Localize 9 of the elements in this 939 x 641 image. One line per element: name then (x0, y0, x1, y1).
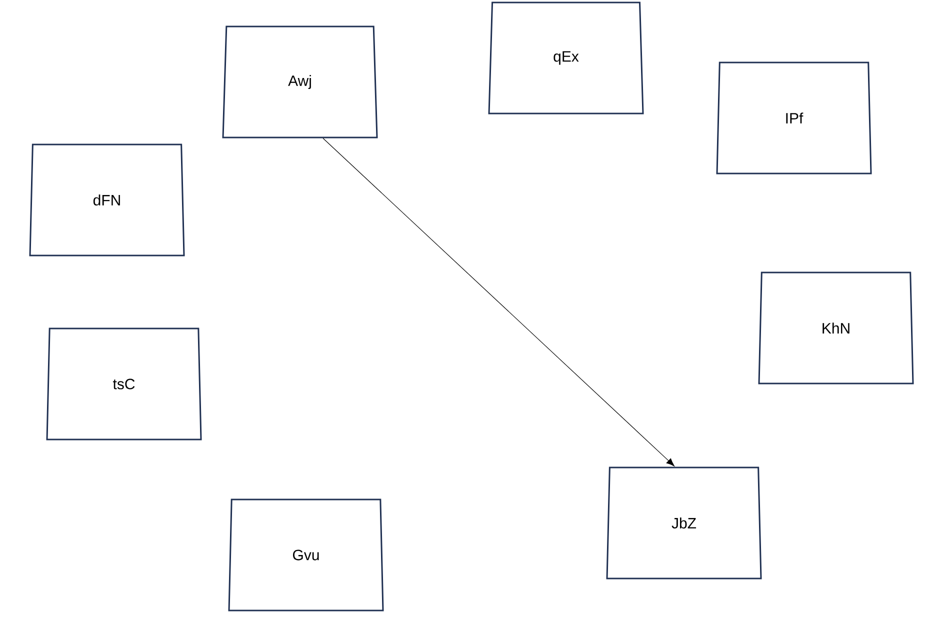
trapezoid-box: qEx (488, 2, 644, 114)
trapezoid-box: dFN (29, 144, 185, 256)
trapezoid-box: KhN (758, 272, 914, 384)
trapezoid-box: Awj (222, 26, 378, 138)
trapezoid-box: JbZ (606, 466, 762, 580)
trapezoid-box: tsC (46, 328, 202, 440)
trapezoid-box: IPf (716, 62, 872, 174)
arrow (322, 138, 674, 466)
trapezoid-box: Gvu (228, 498, 384, 612)
